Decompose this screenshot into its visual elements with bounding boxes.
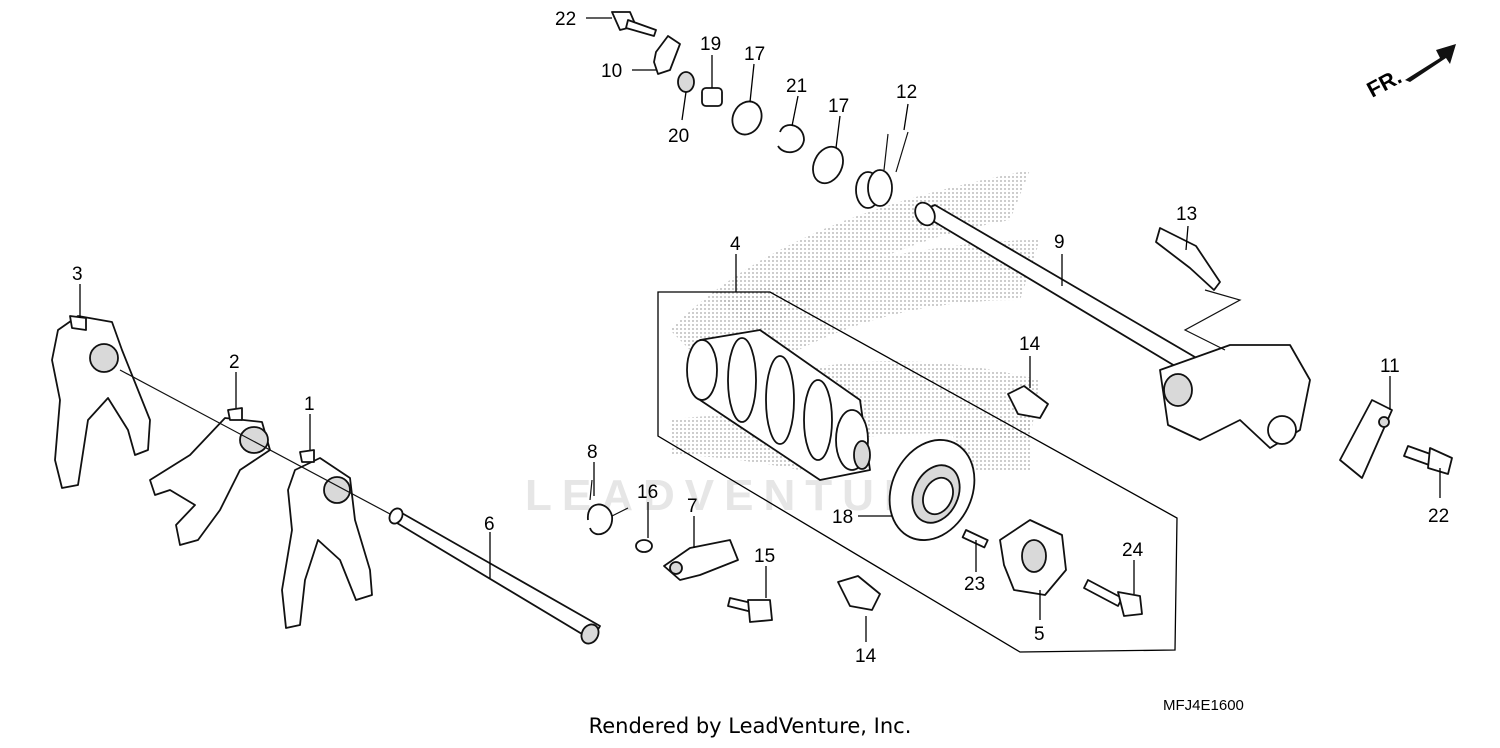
callout-10: 10 xyxy=(601,61,622,82)
part-22-bolt-top xyxy=(611,11,657,37)
callout-16: 16 xyxy=(637,482,658,503)
part-15-bolt xyxy=(727,597,773,623)
callout-15: 15 xyxy=(754,546,775,567)
callout-4: 4 xyxy=(730,234,741,255)
part-1-shift-fork xyxy=(281,449,373,629)
callout-1: 1 xyxy=(304,394,315,415)
front-label: FR. xyxy=(1363,64,1406,103)
part-13-stopper-bolt xyxy=(1155,227,1221,291)
callout-21: 21 xyxy=(786,76,807,97)
part-10-plate xyxy=(653,35,681,75)
part-14-bolt-lower xyxy=(837,575,881,611)
part-8-spring xyxy=(587,479,629,536)
callout-labels: 22 10 19 20 17 21 17 12 9 13 14 11 22 4 … xyxy=(72,9,1449,667)
part-19-collar xyxy=(701,87,723,107)
part-4-shift-drum xyxy=(686,329,871,481)
assembly-box-outline xyxy=(657,291,1178,653)
part-3-shift-fork xyxy=(51,315,151,489)
callout-17-b: 17 xyxy=(828,96,849,117)
callout-17-a: 17 xyxy=(744,44,765,65)
callout-14-lower: 14 xyxy=(855,646,877,667)
callout-5: 5 xyxy=(1034,624,1045,645)
callout-14-upper: 14 xyxy=(1019,334,1041,355)
callout-12: 12 xyxy=(896,82,917,103)
footer-credit: Rendered by LeadVenture, Inc. xyxy=(588,714,912,738)
callout-18: 18 xyxy=(832,507,853,528)
callout-19: 19 xyxy=(700,34,721,55)
callout-9: 9 xyxy=(1054,232,1065,253)
part-12-spring xyxy=(855,131,909,209)
callout-11: 11 xyxy=(1380,356,1400,377)
part-17-washer-b xyxy=(812,145,844,185)
leader-lines xyxy=(79,17,1441,642)
part-21-circlip xyxy=(777,124,805,154)
callout-3: 3 xyxy=(72,264,83,285)
part-2-shift-fork xyxy=(149,407,271,546)
part-7-plate xyxy=(663,539,739,581)
callout-23: 23 xyxy=(964,574,985,595)
callout-22-right: 22 xyxy=(1428,506,1449,527)
drawing-code: MFJ4E1600 xyxy=(1163,697,1244,714)
part-14-bolt-upper xyxy=(1007,385,1049,419)
part-18-bearing xyxy=(888,439,976,541)
front-direction-arrow: FR. xyxy=(1363,44,1456,102)
callout-24: 24 xyxy=(1122,540,1144,561)
part-6-fork-shaft xyxy=(388,507,601,645)
callout-22-top: 22 xyxy=(555,9,576,30)
part-5-cam-plate xyxy=(999,519,1067,596)
part-11-plate xyxy=(1339,399,1393,479)
callout-13: 13 xyxy=(1176,204,1197,225)
part-17-washer-a xyxy=(731,100,763,136)
callout-6: 6 xyxy=(484,514,495,535)
part-16-washer xyxy=(635,539,653,553)
part-23-dowel-pin xyxy=(961,529,989,549)
part-22-bolt-right xyxy=(1403,445,1453,475)
callout-2: 2 xyxy=(229,352,240,373)
callout-7: 7 xyxy=(687,496,698,517)
callout-8: 8 xyxy=(587,442,598,463)
part-24-bolt xyxy=(1083,579,1143,617)
callout-20: 20 xyxy=(668,126,689,147)
part-20-nut xyxy=(677,71,695,93)
part-9-shift-spindle xyxy=(914,201,1311,449)
